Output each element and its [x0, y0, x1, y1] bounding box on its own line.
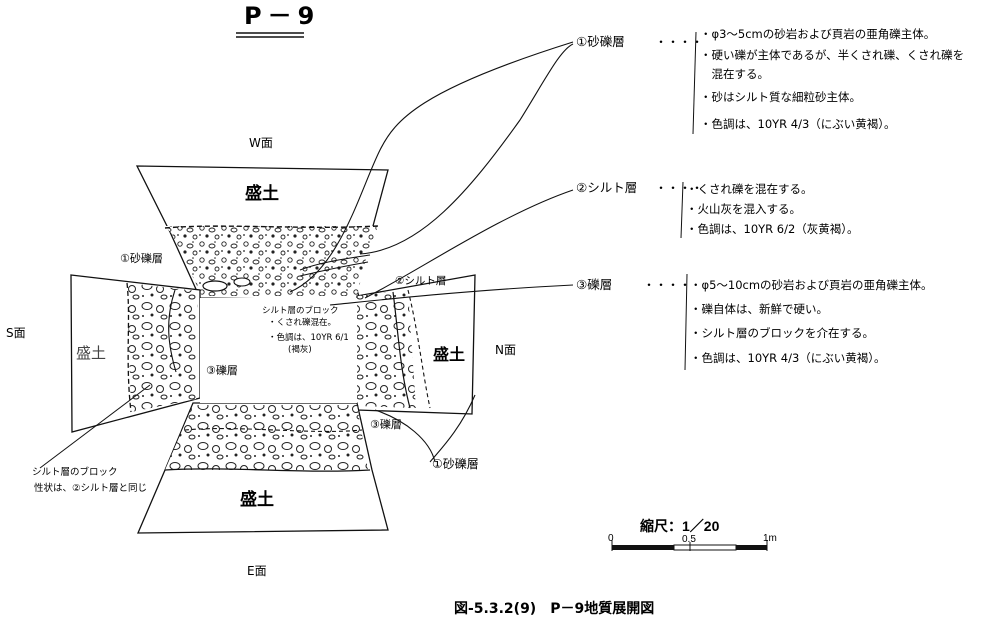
layer-note-line: ・火山灰を混入する。	[686, 202, 801, 216]
leader-lines	[289, 41, 574, 463]
scale-bar: 縮尺：1／20 0 0.5 1m	[608, 518, 777, 551]
label-gravel-sand-s: ①砂礫層	[120, 251, 163, 265]
layer-note-2: ②シルト層 ・・・・ ・くされ礫を混在する。 ・火山灰を混入する。 ・色調は、1…	[576, 180, 859, 239]
layer-name-dots: ・・・・	[643, 278, 691, 292]
layer-note-line: 混在する。	[700, 67, 769, 81]
south-fill-label: 盛土	[76, 344, 106, 362]
south-face: 盛土	[70, 274, 201, 433]
north-fill-label: 盛土	[433, 345, 465, 364]
north-gravel-layer	[357, 290, 416, 408]
layer-note-line: ・硬い礫が主体であるが、半くされ礫、くされ礫を	[700, 48, 964, 62]
label-silt-ne: ②シルト層	[395, 275, 446, 287]
face-label-east: E面	[247, 564, 267, 578]
north-face: 盛土	[356, 274, 476, 415]
center-note-line: シルト層のブロック	[262, 305, 339, 316]
layer-name: ③礫層	[576, 277, 612, 292]
scale-tick-half: 0.5	[682, 534, 696, 545]
layer-note-line: ・色調は、10YR 4/3（にぶい黄褐）。	[700, 117, 896, 131]
layer-note-line: ・φ3～5cmの砂岩および頁岩の亜角礫主体。	[700, 27, 935, 41]
center-note-line: ・色調は、10YR 6/1	[268, 332, 349, 343]
layer-note-line: ・礫自体は、新鮮で硬い。	[690, 302, 828, 316]
west-gravel-layer	[165, 226, 378, 296]
layer-note-line: ・シルト層のブロックを介在する。	[690, 326, 874, 340]
layer-note-line: ・色調は、10YR 6/2（灰黄褐）。	[686, 222, 859, 236]
silt-block-note-line: 性状は、②シルト層と同じ	[34, 482, 147, 494]
layer-note-1: ①砂礫層 ・・・・ ・φ3～5cmの砂岩および頁岩の亜角礫主体。 ・硬い礫が主体…	[576, 27, 964, 135]
west-face: 盛土	[135, 165, 389, 301]
east-gravel-layer	[165, 405, 368, 470]
pit-floor	[200, 298, 357, 403]
layer-note-line: ・φ5～10cmの砂岩および頁岩の亜角礫主体。	[690, 278, 933, 292]
face-label-west: W面	[249, 136, 273, 150]
center-note-line: (褐灰)	[288, 344, 312, 355]
scale-tick-1m: 1m	[763, 533, 777, 544]
label-gravel-ne: ③礫層	[370, 417, 402, 431]
silt-block-note: シルト層のブロック 性状は、②シルト層と同じ	[32, 466, 147, 494]
east-face: 盛土	[137, 402, 389, 534]
layer-name-dots: ・・・・	[655, 181, 703, 195]
layer-note-line: ・砂はシルト質な細粒砂主体。	[700, 90, 861, 104]
face-label-north: N面	[495, 343, 516, 357]
label-gravel-sand-e: ①砂礫層	[432, 456, 479, 471]
layer-note-3: ③礫層 ・・・・ ・φ5～10cmの砂岩および頁岩の亜角礫主体。 ・礫自体は、新…	[576, 273, 933, 371]
layer-note-line: ・くされ礫を混在する。	[686, 182, 813, 196]
figure-caption: 図-5.3.2(9) P－9地質展開図	[454, 600, 654, 617]
scale-label: 縮尺：1／20	[640, 518, 720, 534]
east-fill-label: 盛土	[240, 489, 274, 510]
layer-name: ①砂礫層	[576, 34, 625, 49]
west-fill-label: 盛土	[245, 183, 279, 204]
center-note: シルト層のブロック ・くされ礫混在。 ・色調は、10YR 6/1 (褐灰)	[262, 305, 349, 355]
silt-block-leader	[39, 384, 151, 469]
scale-tick-0: 0	[608, 533, 614, 544]
drawing-title: P－9	[244, 2, 320, 30]
label-gravel-center: ③礫層	[206, 363, 238, 377]
center-note-line: ・くされ礫混在。	[268, 317, 336, 328]
layer-name-dots: ・・・・	[655, 35, 703, 49]
face-label-south: S面	[6, 326, 26, 340]
layer-note-line: ・色調は、10YR 4/3（にぶい黄褐）。	[690, 351, 886, 365]
silt-block-note-line: シルト層のブロック	[32, 466, 118, 478]
south-gravel-layer	[127, 283, 198, 412]
layer-name: ②シルト層	[576, 180, 637, 195]
